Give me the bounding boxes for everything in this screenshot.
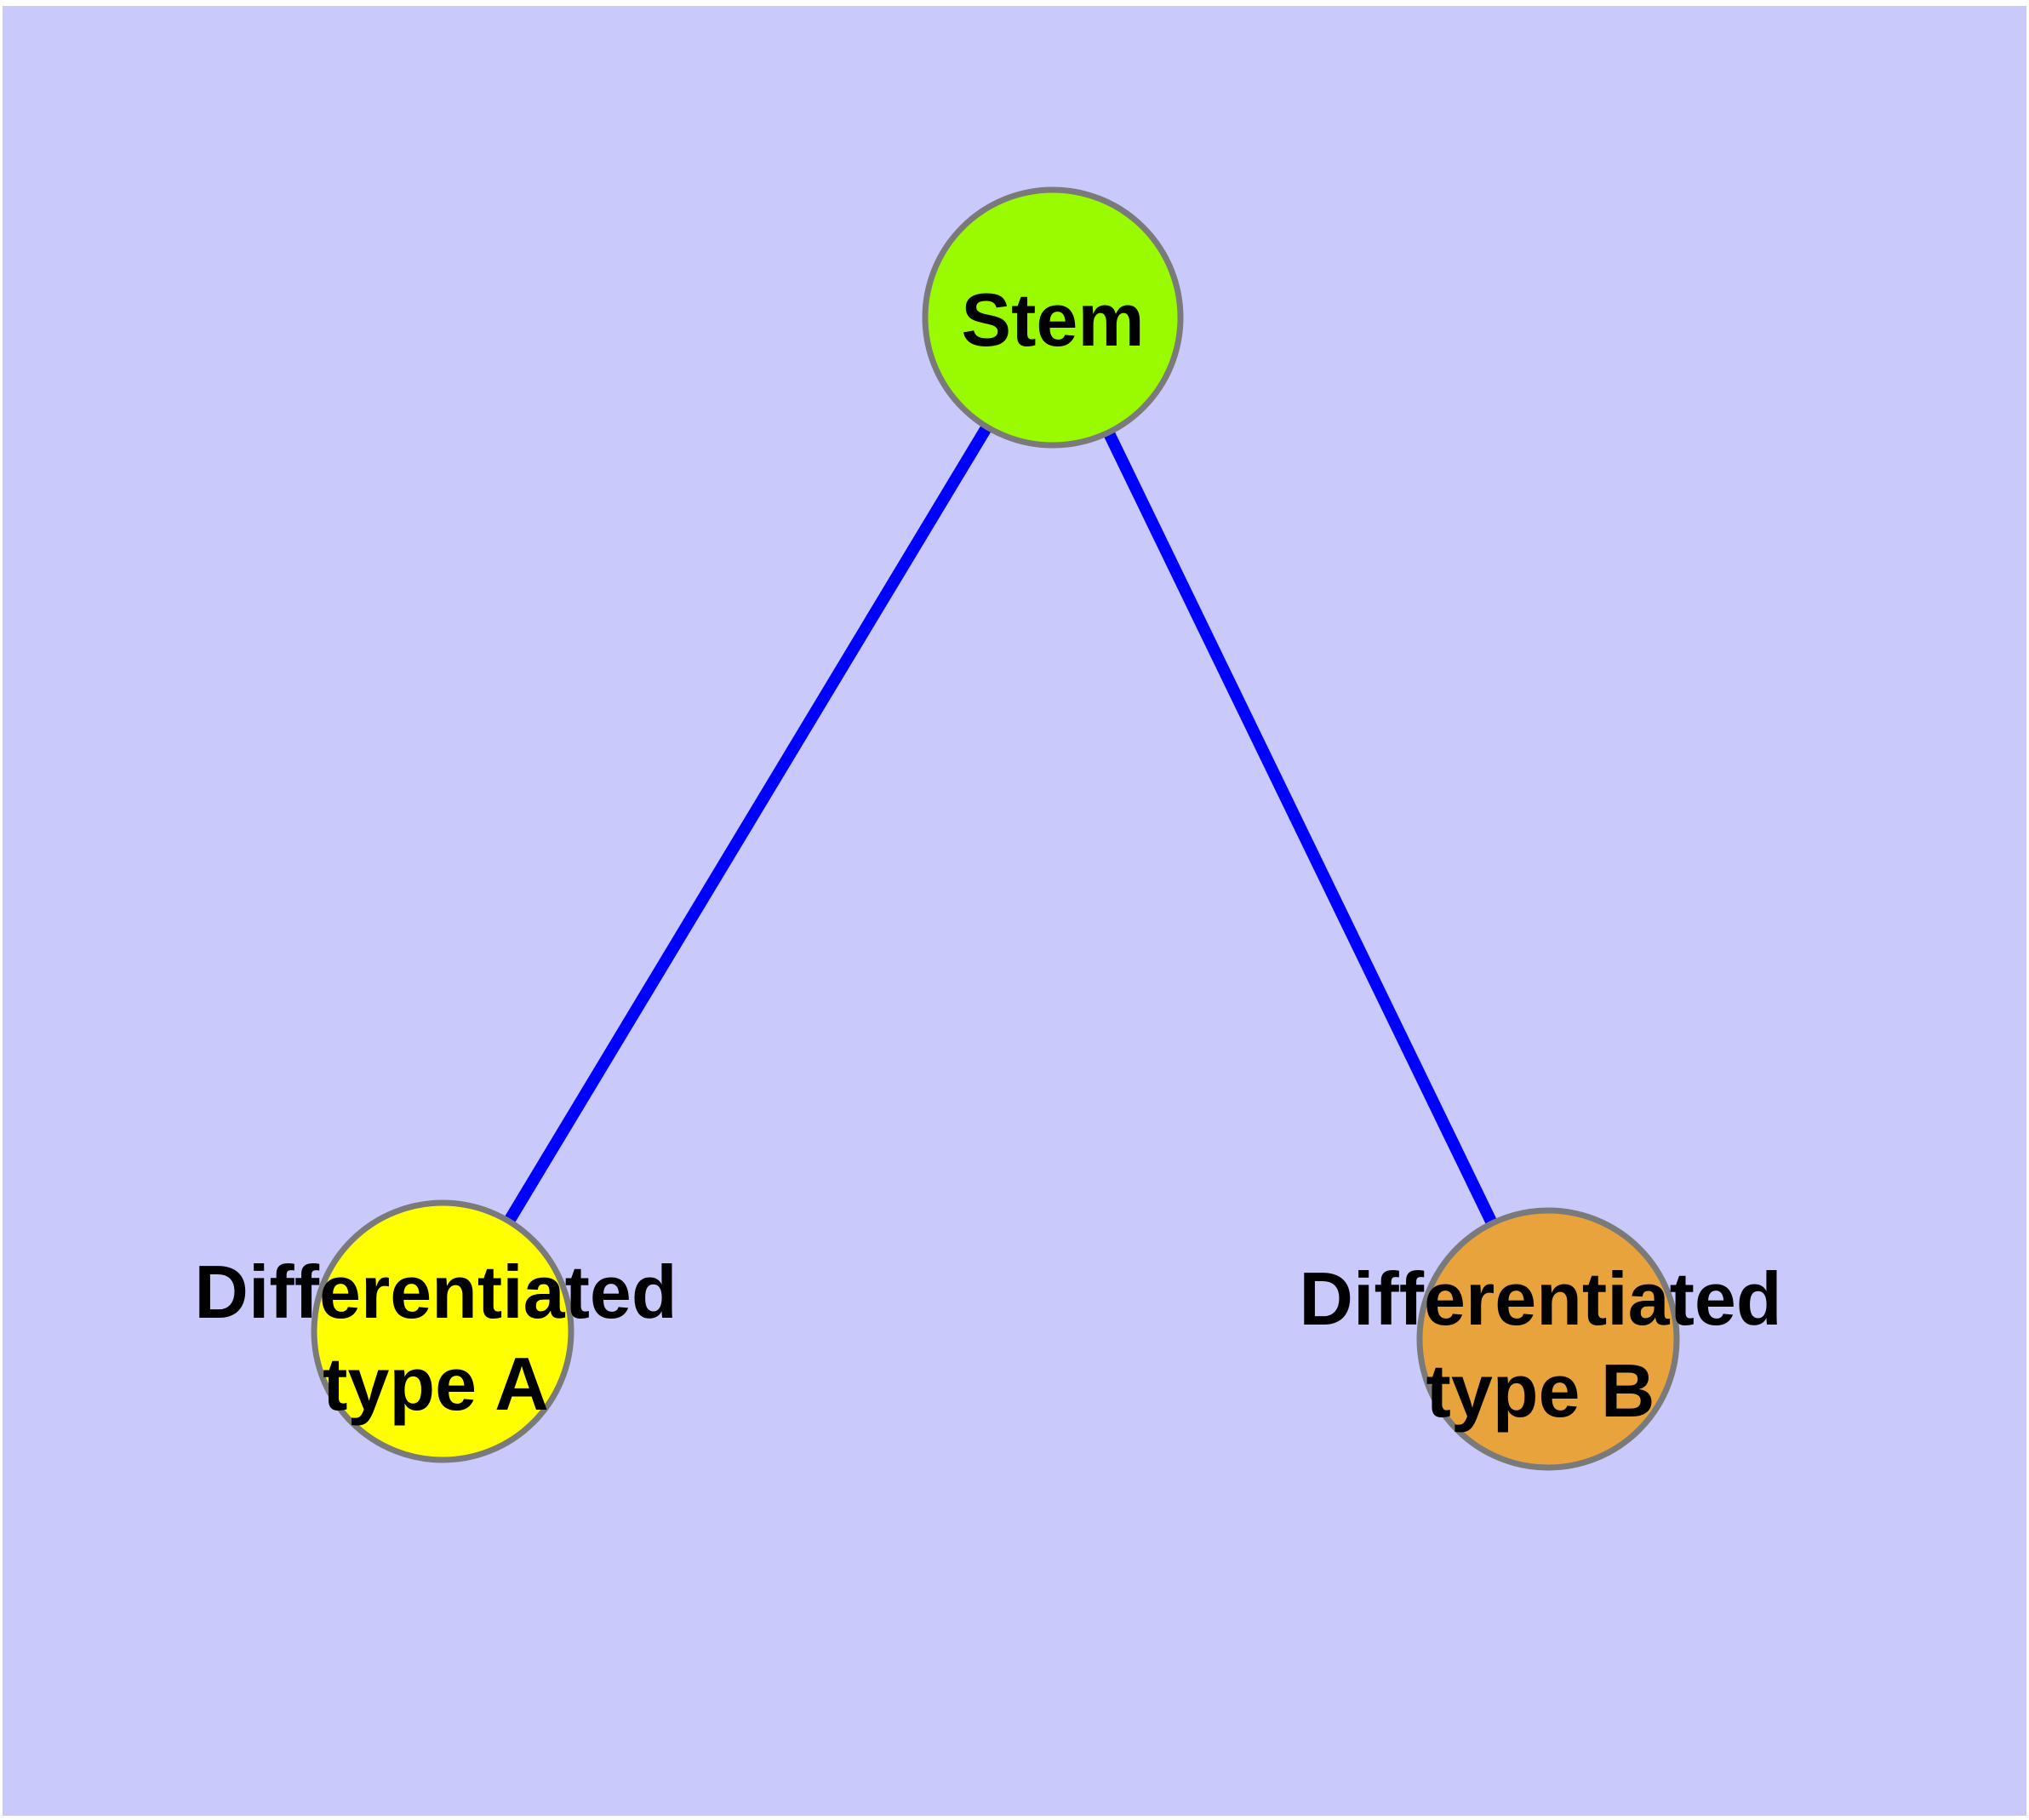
node-type-b-label: Differentiated type B (1299, 1253, 1781, 1437)
node-stem-label-text: Stem (961, 278, 1145, 362)
node-type-b-label-line2: type B (1426, 1348, 1655, 1433)
edge-stem-to-type-a (437, 314, 1058, 1335)
node-type-a-label-line1: Differentiated (194, 1250, 677, 1334)
node-stem-label: Stem (961, 274, 1144, 366)
node-type-a-label: Differentiated type A (194, 1246, 677, 1430)
node-stem-circle (922, 186, 1184, 449)
node-type-b-label-line1: Differentiated (1299, 1256, 1782, 1341)
edge-stem-to-type-b (1047, 314, 1554, 1342)
node-type-a-circle (311, 1199, 574, 1463)
node-type-a-label-line2: type A (323, 1342, 549, 1426)
node-type-b-circle (1416, 1207, 1680, 1471)
